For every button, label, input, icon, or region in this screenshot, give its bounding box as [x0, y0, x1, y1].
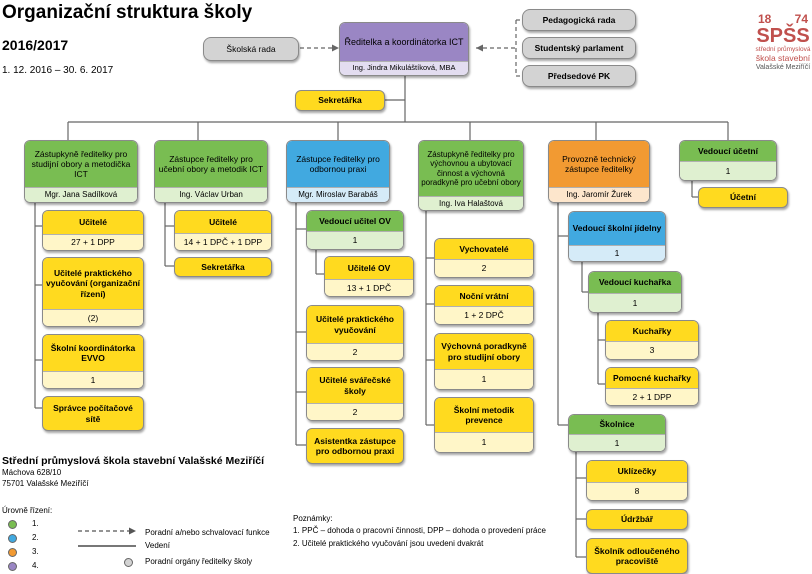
legend-dashed-arrow [78, 527, 136, 535]
deputy-practice-box: Zástupce ředitelky pro odbornou praxi Mg… [286, 140, 390, 203]
school-board-box: Školská rada [203, 37, 299, 61]
notes-title: Poznámky: [293, 514, 333, 523]
school-year: 2016/2017 [2, 37, 69, 53]
pk-chairs-box: Předsedové PK [522, 65, 636, 87]
page-title: Organizační struktura školy [2, 2, 253, 23]
deputy-study-title: Zástupkyně ředitelky pro studijní obory … [25, 141, 137, 187]
validity-period: 1. 12. 2016 – 30. 6. 2017 [2, 65, 114, 76]
deputy-vocational-box: Zástupce ředitelky pro učební obory a me… [154, 140, 268, 203]
deputy-practice-name: Mgr. Miroslav Barabáš [287, 187, 389, 202]
c5-janitor-box: Školnice 1 [568, 414, 666, 452]
c3-practical-teachers-box: Učitelé praktického vyučování 2 [306, 305, 404, 361]
legend-level1-dot [8, 520, 17, 529]
deputy-technical-name: Ing. Jaromír Žurek [549, 187, 649, 202]
school-street: Máchova 628/10 [2, 468, 62, 478]
c4-educators-box: Vychovatelé 2 [434, 238, 534, 278]
c3-head-ov-box: Vedoucí učitel OV 1 [306, 210, 404, 250]
legend-level2-dot [8, 534, 17, 543]
deputy-boarding-name: Ing. Iva Halaštová [419, 196, 523, 210]
director-secretary-box: Sekretářka [295, 90, 385, 111]
director-title: Ředitelka a koordinátorka ICT [340, 23, 468, 61]
legend-solid-line [78, 545, 136, 547]
c5-cooks-box: Kuchařky 3 [605, 320, 699, 360]
c5-helper-cooks-box: Pomocné kuchařky 2 + 1 DPP [605, 367, 699, 406]
c5-maintenance-box: Údržbář [586, 509, 688, 530]
accountant-box: Účetní [698, 187, 788, 208]
deputy-practice-title: Zástupce ředitelky pro odbornou praxi [287, 141, 389, 187]
c4-counselor-box: Výchovná poradkyně pro studijní obory 1 [434, 333, 534, 390]
c2-teachers-box: Učitelé 14 + 1 DPČ + 1 DPP [174, 210, 272, 251]
c3-ov-teachers-box: Učitelé OV 13 + 1 DPČ [324, 256, 414, 297]
notes: Poznámky: 1. PPČ – dohoda o pracovní čin… [293, 513, 583, 550]
c4-prevention-box: Školní metodik prevence 1 [434, 397, 534, 453]
c1-network-admin-box: Správce počítačové sítě [42, 396, 144, 431]
note-2: 2. Učitelé praktického vyučování jsou uv… [293, 538, 484, 548]
school-address: Střední průmyslová škola stavební Valašs… [2, 454, 282, 490]
school-city: 75701 Valašské Meziříčí [2, 478, 89, 488]
c4-night-porters-box: Noční vrátní 1 + 2 DPČ [434, 285, 534, 325]
deputy-boarding-box: Zástupkyně ředitelky pro výchovnou a uby… [418, 140, 524, 211]
head-accountant-box: Vedoucí účetní 1 [679, 140, 777, 181]
legend: Úrovně řízení: 1. 2. 3. 4. Poradní a/neb… [2, 506, 270, 571]
c5-head-cook-box: Vedoucí kuchařka 1 [588, 271, 682, 313]
c5-canteen-head-box: Vedoucí školní jídelny 1 [568, 211, 666, 262]
deputy-vocational-title: Zástupce ředitelky pro učební obory a me… [155, 141, 267, 187]
deputy-vocational-name: Ing. Václav Urban [155, 187, 267, 202]
legend-level4-dot [8, 562, 17, 571]
legend-title: Úrovně řízení: [2, 506, 53, 515]
school-name: Střední průmyslová škola stavební Valašs… [2, 455, 265, 467]
ped-board-box: Pedagogická rada [522, 9, 636, 31]
note-1: 1. PPČ – dohoda o pracovní činnosti, DPP… [293, 526, 546, 536]
legend-level3-dot [8, 548, 17, 557]
c1-evvo-box: Školní koordinátorka EVVO 1 [42, 334, 144, 389]
c3-assistant-box: Asistentka zástupce pro odbornou praxi [306, 428, 404, 464]
legend-gray-dot [124, 558, 133, 567]
deputy-boarding-title: Zástupkyně ředitelky pro výchovnou a uby… [419, 141, 523, 196]
deputy-technical-title: Provozně technický zástupce ředitelky [549, 141, 649, 187]
c5-cleaners-box: Uklízečky 8 [586, 460, 688, 501]
deputy-study-box: Zástupkyně ředitelky pro studijní obory … [24, 140, 138, 203]
c5-branch-janitor-box: Školník odloučeného pracoviště [586, 538, 688, 574]
student-parliament-box: Studentský parlament [522, 37, 636, 59]
deputy-study-name: Mgr. Jana Sadílková [25, 187, 137, 202]
c1-teachers-box: Učitelé 27 + 1 DPP [42, 210, 144, 251]
c1-practical-teachers-box: Učitelé praktického vyučování (organizač… [42, 257, 144, 327]
director-name: Ing. Jindra Mikuláštíková, MBA [340, 61, 468, 75]
c2-secretary-box: Sekretářka [174, 257, 272, 277]
c3-welding-teachers-box: Učitelé svářečské školy 2 [306, 367, 404, 421]
director-box: Ředitelka a koordinátorka ICT Ing. Jindr… [339, 22, 469, 76]
deputy-technical-box: Provozně technický zástupce ředitelky In… [548, 140, 650, 203]
school-logo: 18 74 SPŠS střední průmyslová škola stav… [755, 12, 811, 71]
